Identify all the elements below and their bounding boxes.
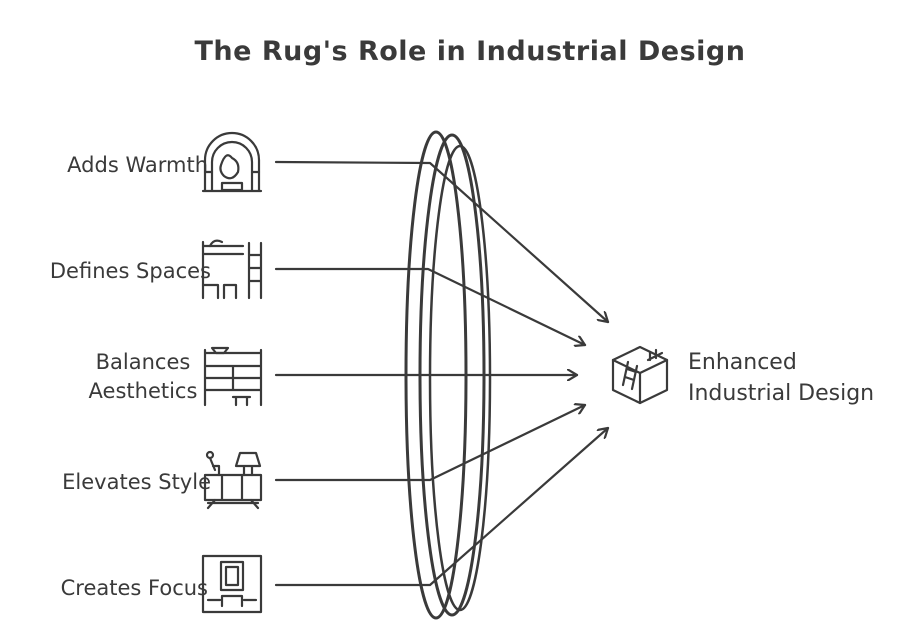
output-line1: Enhanced	[688, 350, 797, 375]
sideboard-lamp-icon	[203, 450, 263, 510]
output-label: Enhanced Industrial Design	[688, 347, 874, 409]
label-adds-warmth: Adds Warmth	[67, 153, 208, 177]
shelving-unit-icon	[203, 346, 263, 407]
diagram-title: The Rug's Role in Industrial Design	[194, 36, 746, 67]
output-line2: Industrial Design	[688, 381, 875, 406]
label-balances-aesthetics: Balances Aesthetics	[78, 348, 208, 406]
label-creates-focus: Creates Focus	[60, 576, 208, 600]
arrow-creates-focus	[274, 426, 610, 587]
arrow-elevates-style	[274, 405, 587, 482]
arrow-defines-spaces	[274, 267, 587, 345]
label-defines-spaces: Defines Spaces	[49, 259, 211, 283]
arrow-adds-warmth	[274, 160, 610, 324]
framed-art-icon	[201, 554, 263, 614]
loft-bed-ladder-icon	[201, 239, 263, 300]
label-elevates-style: Elevates Style	[62, 470, 211, 494]
industrial-room-icon	[611, 345, 669, 405]
fireplace-icon	[201, 131, 263, 193]
label-balances-aesthetics-text: Balances Aesthetics	[88, 350, 198, 403]
